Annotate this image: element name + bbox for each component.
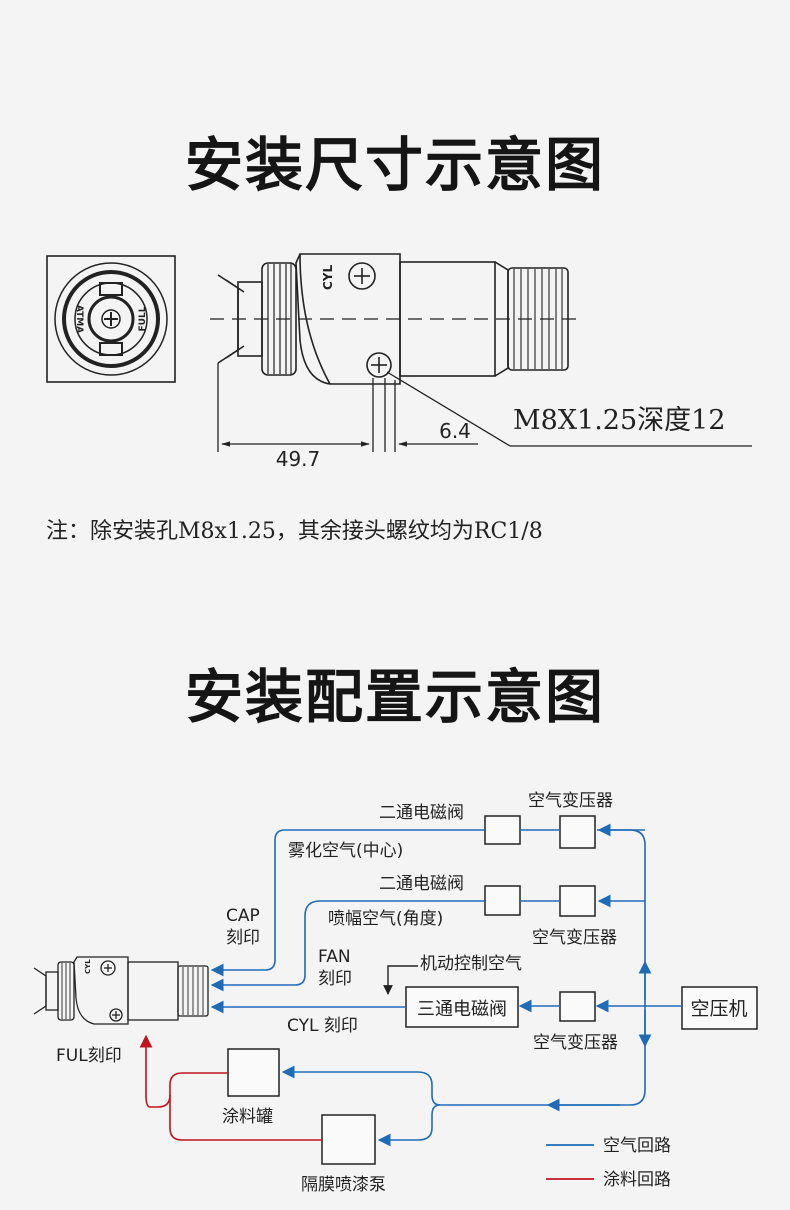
body-marking: CYL	[321, 265, 335, 290]
label-valve-mid: 二通电磁阀	[379, 874, 464, 894]
end-face-marking-left: ATMA	[74, 305, 84, 333]
label-line: CAP	[226, 906, 260, 926]
label-pump: 隔膜喷漆泵	[301, 1175, 386, 1195]
side-view-drawing	[210, 253, 580, 385]
thread-note: 注：除安装孔M8x1.25，其余接头螺纹均为RC1/8	[46, 519, 543, 544]
valve-top-box	[484, 815, 521, 845]
legend-paint-label: 涂料回路	[603, 1170, 671, 1190]
label-line: 刻印	[318, 969, 352, 989]
label-three-way-valve: 三通电磁阀	[417, 999, 507, 1020]
label-atomizing-air: 雾化空气(中心)	[288, 841, 403, 861]
label-paint-tank: 涂料罐	[222, 1107, 273, 1127]
label-compressor: 空压机	[690, 998, 747, 1020]
label-regulator-top: 空气变压器	[528, 791, 613, 811]
legend-air-label: 空气回路	[603, 1136, 671, 1156]
air-lines	[210, 823, 682, 1147]
dimensions-title: 安装尺寸示意图	[184, 131, 605, 199]
pump-box	[321, 1114, 376, 1165]
label-line: FAN	[318, 947, 351, 967]
paint-lines	[139, 1034, 322, 1141]
valve-mid-box	[484, 885, 521, 916]
offset-dimension: 6.4	[439, 419, 471, 443]
label-ful-mark: FUL刻印	[56, 1046, 122, 1066]
label-cyl-mark: CYL 刻印	[287, 1016, 358, 1036]
thread-callout: M8X1.25深度12	[513, 405, 726, 436]
label-valve-top: 二通电磁阀	[379, 803, 464, 823]
label-regulator-mid: 空气变压器	[532, 928, 617, 948]
paint-tank-box	[227, 1048, 280, 1097]
spray-gun-drawing	[33, 956, 209, 1025]
three-way-valve-box	[405, 986, 519, 1028]
label-line: 刻印	[226, 928, 260, 948]
label-regulator-bottom: 空气变压器	[533, 1033, 618, 1053]
regulator-bottom-box	[559, 991, 596, 1022]
pilot-air-arrow	[383, 965, 418, 995]
label-pilot-air: 机动控制空气	[420, 954, 522, 974]
regulator-top-box	[559, 815, 596, 849]
width-dimension: 49.7	[276, 447, 321, 471]
end-face-marking-right: FULL	[138, 306, 148, 331]
configuration-title: 安装配置示意图	[184, 663, 605, 731]
dimension-lines	[217, 363, 752, 452]
compressor-box	[681, 986, 758, 1030]
component-boxes	[227, 815, 758, 1165]
end-view-drawing: ATMA FULL	[46, 255, 176, 383]
regulator-mid-box	[559, 885, 596, 917]
gun-marking: CYL	[84, 959, 92, 974]
label-fan-air: 喷幅空气(角度)	[328, 909, 443, 929]
